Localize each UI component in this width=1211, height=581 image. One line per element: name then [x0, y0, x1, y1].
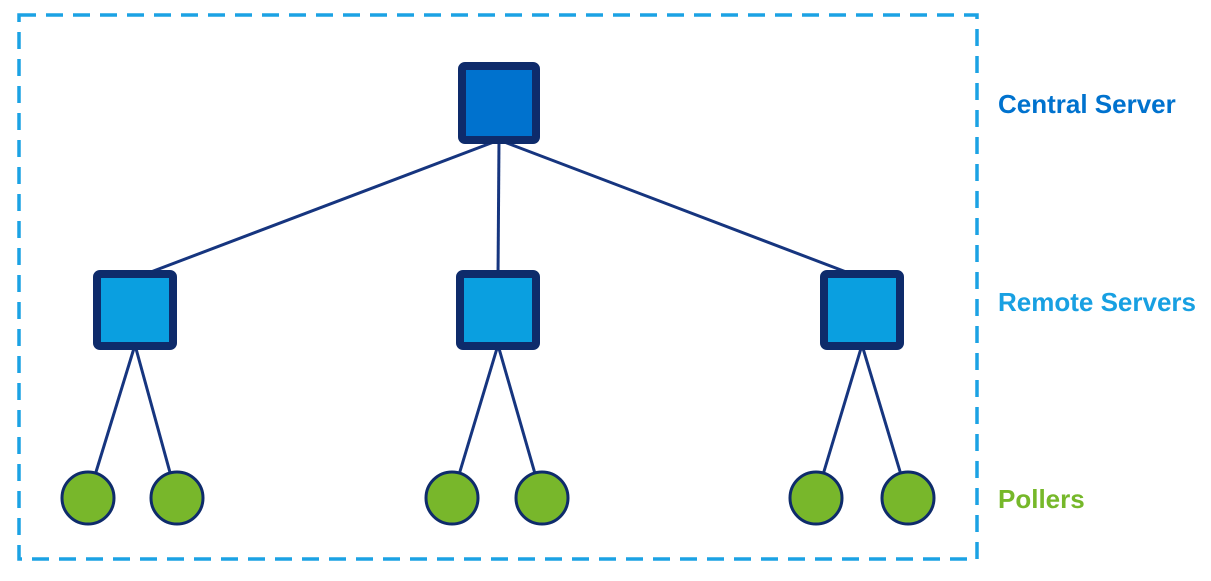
connector-central-to-remote-2	[496, 139, 501, 279]
poller-node-2	[149, 470, 205, 526]
pollers-label: Pollers	[998, 484, 1085, 514]
connector-central-to-remote-3	[498, 138, 863, 280]
poller-node-4	[514, 470, 570, 526]
poller-node-3	[424, 470, 480, 526]
poller-node-1	[60, 470, 116, 526]
remote-server-node-1	[93, 270, 177, 350]
remote-server-node-2	[456, 270, 540, 350]
central-server-node	[458, 62, 540, 144]
central-server-label: Central Server	[998, 89, 1176, 119]
remote-server-node-3	[820, 270, 904, 350]
connector-central-to-remote-1	[134, 138, 500, 280]
remote-servers-label: Remote Servers	[998, 287, 1196, 317]
poller-node-5	[788, 470, 844, 526]
dashed-boundary-box	[17, 13, 979, 561]
poller-node-6	[880, 470, 936, 526]
